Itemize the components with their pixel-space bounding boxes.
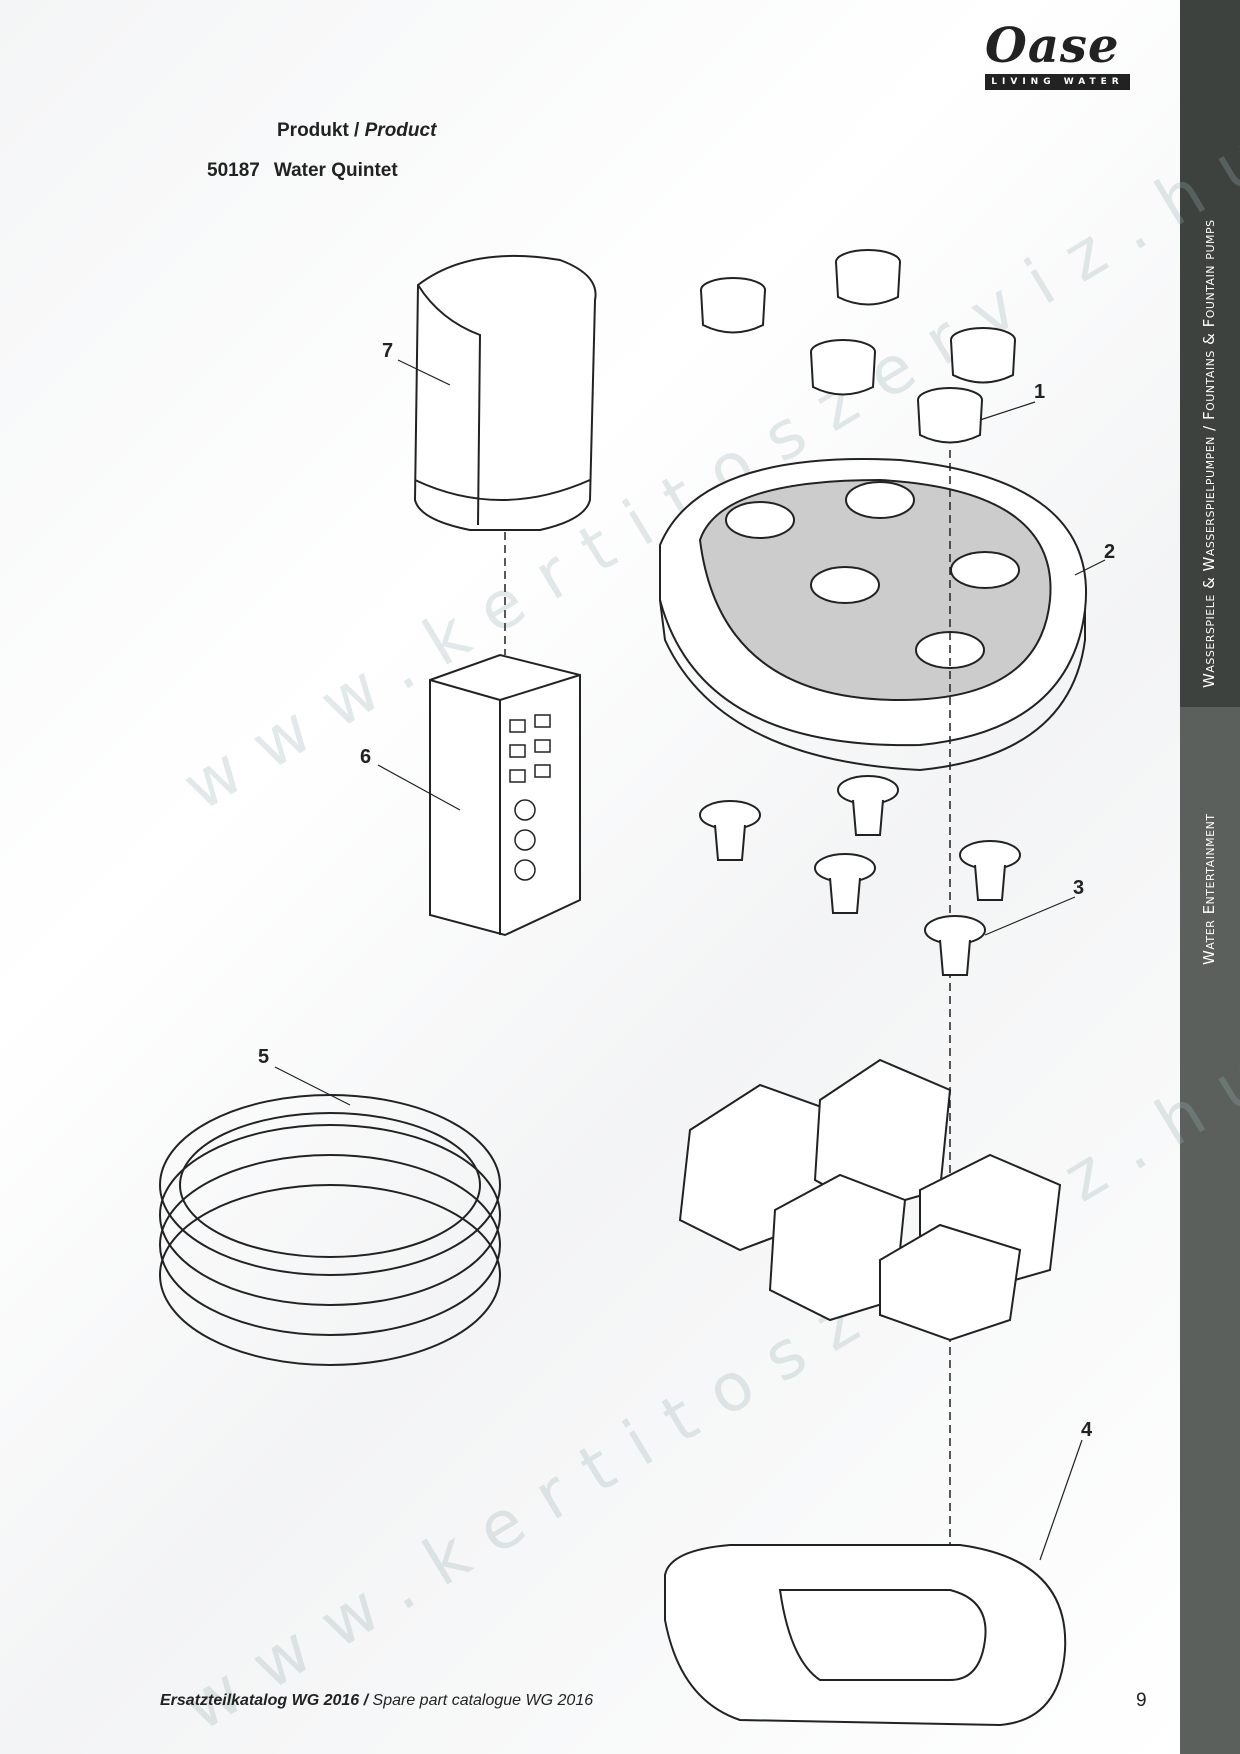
sidebar-section-fountains	[1180, 0, 1240, 707]
page-number: 9	[1136, 1690, 1147, 1711]
footer-catalog-en: Spare part catalogue WG 2016	[372, 1692, 594, 1709]
sidebar-section-water-entertainment	[1180, 707, 1240, 1754]
sidebar-label-water-entertainment: Water Entertainment	[1200, 813, 1218, 965]
part-7-cover	[413, 254, 597, 531]
footer-catalog-de: Ersatzteilkatalog WG 2016 /	[160, 1692, 369, 1709]
product-label-de: Produkt /	[277, 120, 360, 141]
product-name: Water Quintet	[273, 160, 398, 181]
pumps	[678, 1058, 1062, 1342]
callout-3: 3	[1073, 877, 1085, 899]
logo-word: Oase	[985, 18, 1120, 74]
part-2-lid	[659, 458, 1088, 772]
part-3-nozzles	[699, 775, 1021, 976]
callout-6: 6	[360, 746, 372, 768]
product-label-en: Product	[364, 120, 437, 141]
oase-logo: Oase LIVING WATER	[985, 20, 1130, 90]
sidebar-label-fountains: Wasserspiele & Wasserspielpumpen / Fount…	[1200, 219, 1218, 688]
product-label: Produkt / Product	[277, 120, 436, 142]
product-title: 50187 Water Quintet	[207, 160, 412, 182]
callout-7: 7	[382, 340, 394, 362]
product-number: 50187	[207, 160, 260, 181]
exploded-parts-drawing	[159, 249, 1106, 1727]
part-5-hose	[159, 1094, 501, 1366]
callout-2: 2	[1104, 541, 1116, 563]
part-4-base	[664, 1544, 1067, 1727]
callout-5: 5	[258, 1046, 270, 1068]
callout-1: 1	[1034, 381, 1046, 403]
footer-catalog: Ersatzteilkatalog WG 2016 / Spare part c…	[160, 1692, 593, 1710]
part-6-box	[429, 653, 581, 937]
logo-tagline: LIVING WATER	[985, 74, 1130, 90]
part-1-caps	[700, 249, 1016, 444]
callout-4: 4	[1081, 1419, 1093, 1441]
